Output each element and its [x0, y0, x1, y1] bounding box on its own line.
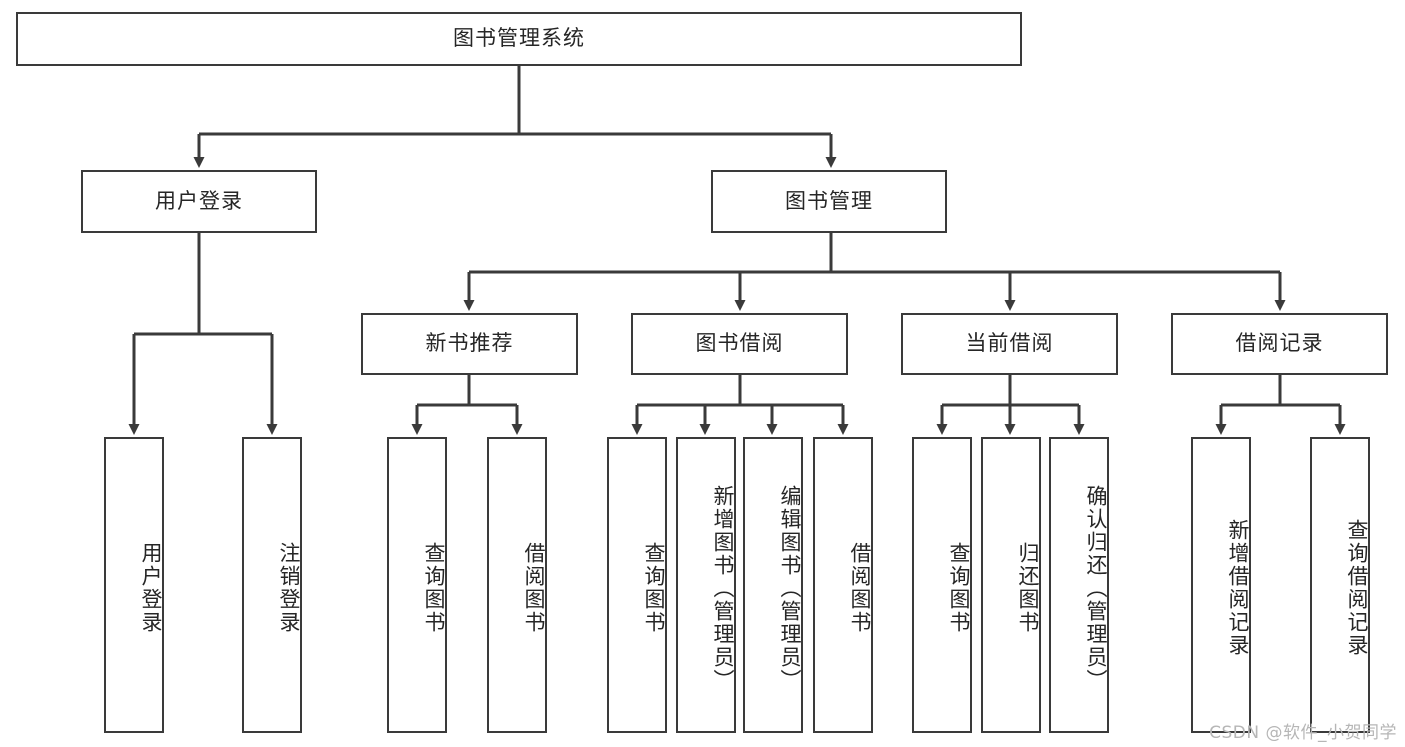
node-borrow-record-label: 借阅记录: [1235, 331, 1324, 356]
node-root[interactable]: 图书管理系统: [16, 12, 1022, 66]
leaf-user-login-login[interactable]: 用户登录: [104, 437, 164, 733]
leaf-user-login-logout[interactable]: 注销登录: [242, 437, 302, 733]
leaf-label: 查询图书: [642, 542, 666, 634]
leaf-label: 借阅图书: [522, 542, 546, 634]
leaf-label: 确认归还（管理员）: [1084, 484, 1108, 692]
leaf-current-borrow-query[interactable]: 查询图书: [912, 437, 972, 733]
leaf-current-borrow-confirm[interactable]: 确认归还（管理员）: [1049, 437, 1109, 733]
leaf-book-borrow-query[interactable]: 查询图书: [607, 437, 667, 733]
node-book-borrow-label: 图书借阅: [695, 331, 784, 356]
node-book-manage[interactable]: 图书管理: [711, 170, 947, 233]
node-book-borrow[interactable]: 图书借阅: [631, 313, 848, 375]
node-user-login[interactable]: 用户登录: [81, 170, 317, 233]
leaf-label: 用户登录: [139, 542, 163, 634]
node-current-borrow[interactable]: 当前借阅: [901, 313, 1118, 375]
leaf-current-borrow-return[interactable]: 归还图书: [981, 437, 1041, 733]
leaf-new-book-query[interactable]: 查询图书: [387, 437, 447, 733]
leaf-label: 借阅图书: [848, 542, 872, 634]
leaf-new-book-borrow[interactable]: 借阅图书: [487, 437, 547, 733]
node-new-book-recommend[interactable]: 新书推荐: [361, 313, 578, 375]
leaf-label: 查询借阅记录: [1345, 519, 1369, 657]
leaf-label: 编辑图书（管理员）: [778, 484, 802, 692]
leaf-label: 查询图书: [947, 542, 971, 634]
leaf-book-borrow-edit[interactable]: 编辑图书（管理员）: [743, 437, 803, 733]
node-current-borrow-label: 当前借阅: [965, 331, 1054, 356]
leaf-label: 归还图书: [1016, 542, 1040, 634]
leaf-book-borrow-add[interactable]: 新增图书（管理员）: [676, 437, 736, 733]
node-borrow-record[interactable]: 借阅记录: [1171, 313, 1388, 375]
node-book-manage-label: 图书管理: [785, 188, 873, 213]
node-new-book-recommend-label: 新书推荐: [425, 331, 514, 356]
leaf-label: 新增图书（管理员）: [711, 484, 735, 692]
leaf-borrow-record-query[interactable]: 查询借阅记录: [1310, 437, 1370, 733]
leaf-borrow-record-add[interactable]: 新增借阅记录: [1191, 437, 1251, 733]
leaf-book-borrow-borrow[interactable]: 借阅图书: [813, 437, 873, 733]
leaf-label: 查询图书: [422, 542, 446, 634]
node-root-label: 图书管理系统: [453, 26, 585, 51]
leaf-label: 注销登录: [277, 542, 301, 634]
node-user-login-label: 用户登录: [155, 188, 243, 213]
csdn-watermark: CSDN @软件_小贺同学: [1209, 723, 1397, 743]
leaf-label: 新增借阅记录: [1226, 519, 1250, 657]
